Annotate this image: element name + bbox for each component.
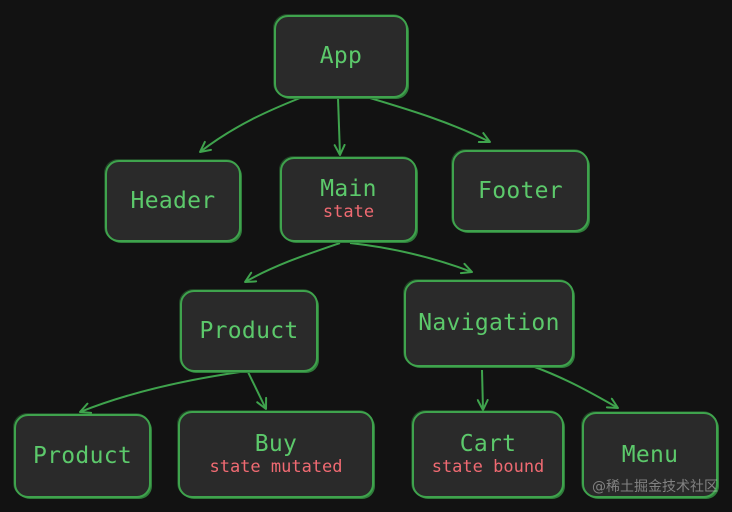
- node-footer-label: Footer: [478, 177, 563, 204]
- node-app: App: [274, 15, 408, 98]
- node-menu-label: Menu: [621, 441, 679, 468]
- node-navigation: Navigation: [404, 280, 574, 367]
- node-header-label: Header: [130, 187, 216, 214]
- node-header: Header: [105, 160, 241, 242]
- node-cart-note: state bound: [431, 457, 545, 478]
- edge-product-product: [79, 371, 241, 414]
- node-product-group: Product: [180, 290, 318, 372]
- edge-product-buy: [247, 371, 268, 410]
- node-product-leaf: Product: [14, 414, 151, 498]
- node-navigation-label: Navigation: [418, 310, 560, 337]
- edge-app-footer: [369, 97, 491, 144]
- node-footer: Footer: [452, 150, 589, 232]
- node-menu: Menu: [582, 412, 718, 498]
- node-buy: Buy state mutated: [178, 411, 374, 498]
- node-main-label: Main: [320, 176, 377, 203]
- edge-main-product: [243, 242, 341, 283]
- node-buy-note: state mutated: [209, 457, 343, 478]
- node-main-note: state: [322, 202, 375, 223]
- edge-main-navigation: [349, 242, 473, 275]
- node-cart-label: Cart: [459, 431, 517, 458]
- node-app-label: App: [319, 43, 363, 70]
- edge-navigation-menu: [531, 365, 619, 409]
- node-product-leaf-label: Product: [32, 442, 133, 469]
- node-product-group-label: Product: [199, 317, 299, 344]
- watermark: @稀土掘金技术社区: [592, 479, 718, 495]
- node-main: Main state: [280, 157, 417, 242]
- edge-app-header: [199, 97, 301, 153]
- edge-app-main: [333, 97, 346, 156]
- node-buy-label: Buy: [254, 431, 298, 458]
- node-cart: Cart state bound: [412, 411, 564, 498]
- edge-navigation-cart: [476, 369, 489, 411]
